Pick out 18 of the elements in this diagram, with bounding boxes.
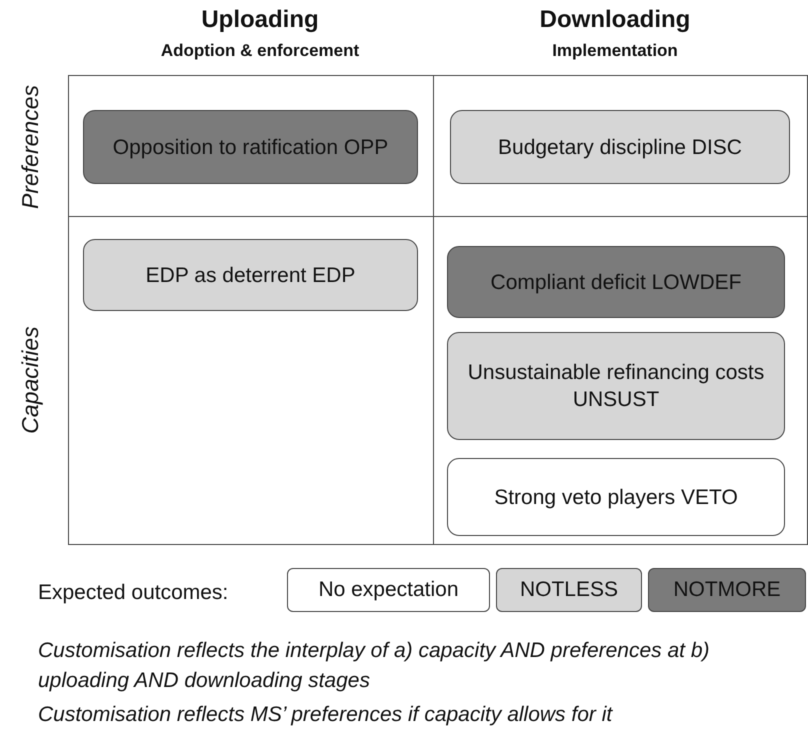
outcome-box: Opposition to ratification OPP (83, 110, 418, 184)
legend-title: Expected outcomes: (38, 580, 228, 606)
note: Customisation reflects the interplay of a) capacity AND preferences at b) uploading AND downloading stages (38, 638, 711, 694)
legend-swatch: No expectation (287, 568, 490, 612)
outcome-box: Strong veto players VETO (447, 458, 785, 536)
note: Customisation reflects MS’ preferences if capacity allows for it (38, 702, 614, 728)
legend-swatch: NOTLESS (496, 568, 642, 612)
column-subheading: Implementation (551, 40, 679, 62)
row-heading: Capacities (16, 326, 44, 434)
outcome-box: EDP as deterrent EDP (83, 239, 418, 311)
outcome-box: Budgetary discipline DISC (450, 110, 790, 184)
outcome-box: Compliant deficit LOWDEF (447, 246, 785, 318)
outcome-box: Unsustainable refinancing costs UNSUST (447, 332, 785, 440)
column-heading: Uploading (200, 6, 320, 34)
legend-swatch: NOTMORE (648, 568, 806, 612)
row-heading: Preferences (16, 85, 44, 210)
column-subheading: Adoption & enforcement (160, 40, 360, 62)
column-heading: Downloading (538, 6, 692, 34)
